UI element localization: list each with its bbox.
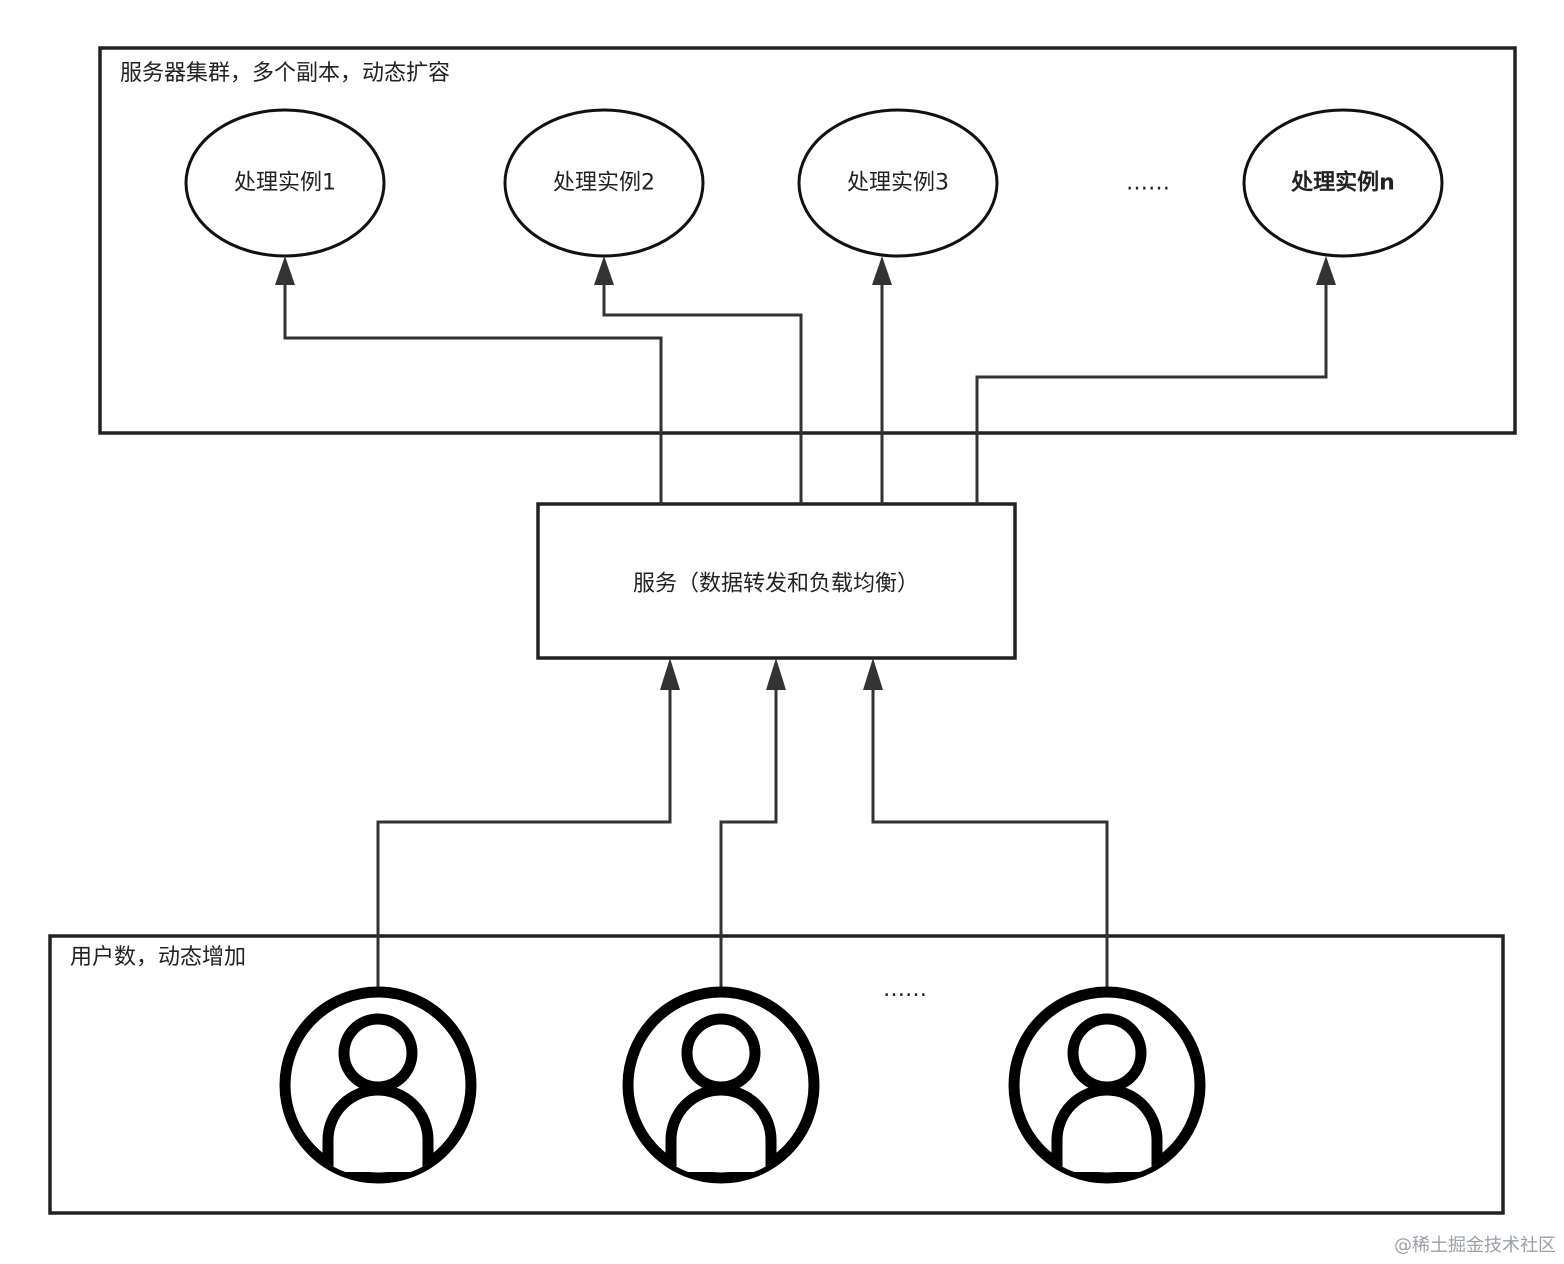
users-ellipsis: …… bbox=[883, 977, 927, 1002]
service-label: 服务（数据转发和负载均衡） bbox=[633, 572, 919, 597]
service-to-instance-connectors bbox=[275, 256, 1336, 504]
user-to-service-connectors bbox=[376, 658, 1109, 992]
users-label: 用户数，动态增加 bbox=[70, 945, 246, 970]
connector-to-instance-2 bbox=[602, 285, 803, 504]
instance-node-2: 处理实例2 bbox=[503, 108, 705, 258]
connector-from-user-1 bbox=[376, 690, 672, 992]
instance-node-1: 处理实例1 bbox=[184, 108, 386, 258]
arrowhead-instance-3 bbox=[872, 256, 892, 285]
arrowhead-user-1 bbox=[660, 658, 680, 690]
instance-node-n: 处理实例n bbox=[1242, 108, 1444, 258]
instance-node-n-label: 处理实例n bbox=[1290, 170, 1395, 196]
arrowhead-instance-1 bbox=[275, 256, 295, 285]
instance-node-1-label: 处理实例1 bbox=[234, 171, 336, 196]
instance-node-3-label: 处理实例3 bbox=[847, 171, 949, 196]
user-icon bbox=[279, 986, 477, 1184]
connector-from-user-3 bbox=[871, 690, 1109, 992]
server-cluster-label: 服务器集群，多个副本，动态扩容 bbox=[120, 61, 450, 86]
arrowhead-instance-n bbox=[1316, 256, 1336, 285]
user-icon bbox=[622, 986, 820, 1184]
arrowhead-user-3 bbox=[863, 658, 883, 690]
service-box bbox=[536, 502, 1017, 660]
instance-ellipsis: …… bbox=[1126, 171, 1170, 196]
connector-to-instance-n bbox=[975, 285, 1328, 504]
arrowhead-instance-2 bbox=[594, 256, 614, 285]
instance-node-2-label: 处理实例2 bbox=[553, 171, 655, 196]
user-icon bbox=[1008, 986, 1206, 1184]
instance-node-3: 处理实例3 bbox=[797, 108, 999, 258]
connector-to-instance-1 bbox=[283, 285, 663, 504]
watermark-text: @稀土掘金技术社区 bbox=[1394, 1235, 1556, 1256]
arrowhead-user-2 bbox=[766, 658, 786, 690]
connector-from-user-2 bbox=[719, 690, 778, 992]
